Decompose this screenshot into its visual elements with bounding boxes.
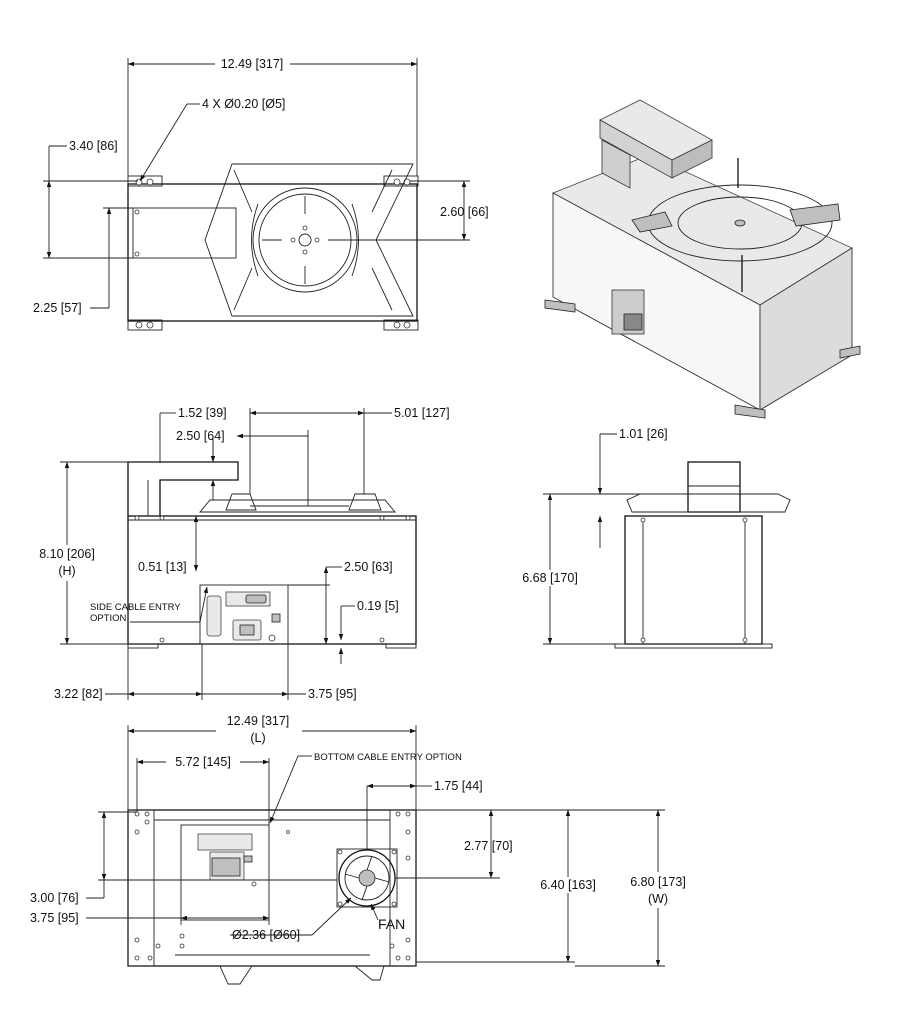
bottom-plate-x: 3.75 [95]: [30, 911, 79, 925]
bottom-view-dimensions: 12.49 [317] (L) 5.72 [145] BOTTOM CABLE …: [30, 713, 696, 967]
bottom-view: [127, 809, 417, 985]
side-view-dimensions: 1.01 [26] 6.68 [170]: [512, 427, 668, 645]
side-height: 6.68 [170]: [522, 571, 578, 585]
top-view-box: [132, 207, 237, 259]
bottom-fan-diameter: Ø2.36 [Ø60]: [232, 928, 300, 942]
front-overall-height: 8.10 [206]: [39, 547, 95, 561]
connector-panel: [199, 584, 289, 645]
top-center-height: 2.60 [66]: [440, 205, 489, 219]
front-dim-a: 1.52 [39]: [178, 406, 227, 420]
top-view: [127, 163, 419, 331]
side-entry-line2: OPTION: [90, 613, 127, 624]
side-top-offset: 1.01 [26]: [619, 427, 668, 441]
top-hole-offset: 3.40 [86]: [69, 139, 118, 153]
front-left-offset: 3.22 [82]: [54, 687, 103, 701]
bottom-length-tag: (L): [250, 731, 265, 745]
front-bottom-offset: 0.19 [5]: [357, 599, 399, 613]
front-base-offset: 0.51 [13]: [138, 560, 187, 574]
front-view: [127, 461, 417, 649]
bottom-inner-width: 6.40 [163]: [540, 878, 596, 892]
side-view-handle: [687, 461, 741, 513]
bottom-fan-offset: 1.75 [44]: [434, 779, 483, 793]
front-dim-c: 5.01 [127]: [394, 406, 450, 420]
bottom-overall-width: 6.80 [173]: [630, 875, 686, 889]
side-view: [614, 461, 791, 649]
top-holes-label: 4 X Ø0.20 [Ø5]: [202, 97, 285, 111]
bottom-view-body: [127, 809, 417, 967]
top-view-dimensions: 12.49 [317] 4 X Ø0.20 [Ø5] 3.40 [86] 2.6…: [33, 57, 489, 315]
front-panel-width: 3.75 [95]: [308, 687, 357, 701]
front-view-body: [127, 515, 417, 645]
bottom-plate-width: 5.72 [145]: [175, 755, 231, 769]
fan-label: FAN: [378, 916, 405, 932]
front-view-dimensions: 1.52 [39] 2.50 [64] 5.01 [127] 8.10 [206…: [28, 406, 450, 701]
turntable-plate: [204, 163, 414, 317]
bottom-plate-y: 3.00 [76]: [30, 891, 79, 905]
bottom-entry-label: BOTTOM CABLE ENTRY OPTION: [314, 752, 462, 763]
side-view-body: [624, 515, 763, 645]
front-panel-height: 2.50 [63]: [344, 560, 393, 574]
front-height-tag: (H): [58, 564, 75, 578]
bottom-width-tag: (W): [648, 892, 668, 906]
front-dim-b: 2.50 [64]: [176, 429, 225, 443]
isometric-view: [544, 99, 861, 419]
top-view-body: [127, 183, 418, 322]
side-entry-line1: SIDE CABLE ENTRY: [90, 602, 181, 613]
top-box-height: 2.25 [57]: [33, 301, 82, 315]
top-overall-width: 12.49 [317]: [221, 57, 284, 71]
bottom-fan-center: 2.77 [70]: [464, 839, 513, 853]
bottom-overall-length: 12.49 [317]: [227, 714, 290, 728]
